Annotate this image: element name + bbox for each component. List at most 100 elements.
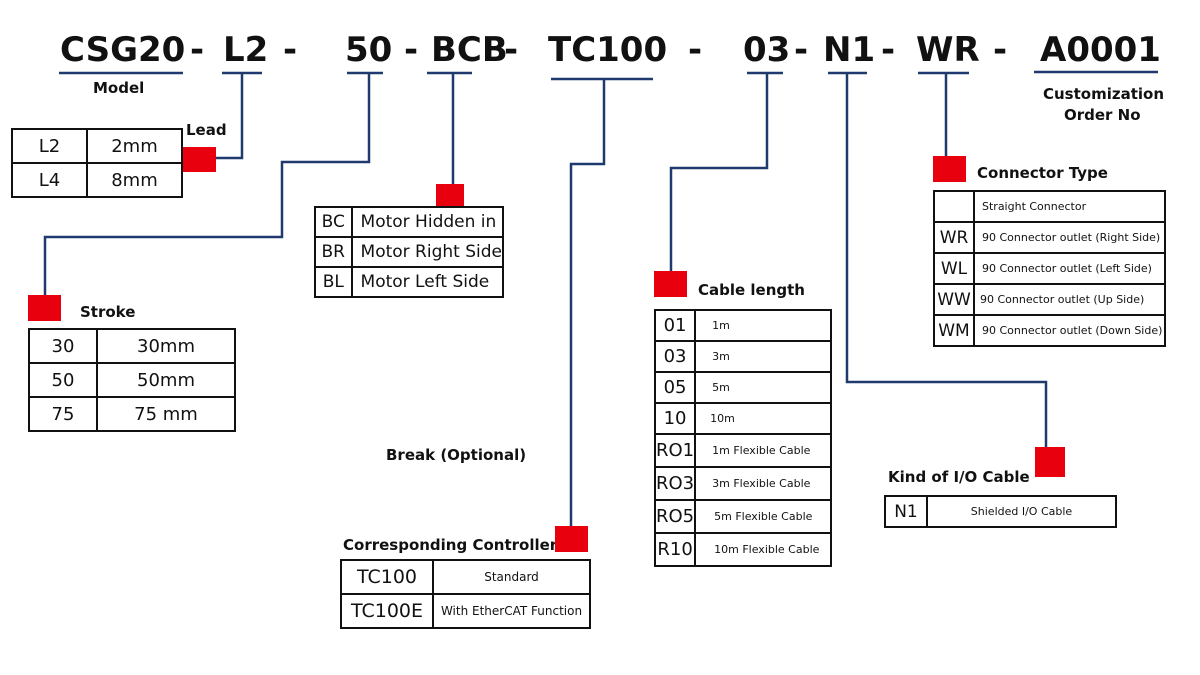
table-row: WL 90 Connector outlet (Left Side) (933, 252, 1166, 285)
motor-marker (436, 184, 464, 206)
lead-code: L4 (11, 162, 88, 198)
cable-code: 10 (653, 402, 697, 435)
code-lead: L2 (223, 30, 269, 70)
table-row: TC100E With EtherCAT Function (340, 593, 591, 629)
table-row: WW 90 Connector outlet (Up Side) (933, 283, 1166, 316)
table-row: RO3 3m Flexible Cable (653, 466, 832, 501)
stroke-marker (28, 295, 61, 321)
table-row: 10 10m (653, 402, 832, 435)
code-controller: TC100 (548, 30, 668, 70)
caption-model: Model (93, 79, 145, 97)
caption-custom-line2: Order No (1064, 106, 1141, 124)
connector-table: Straight Connector WR 90 Connector outle… (933, 190, 1166, 347)
line-controller (569, 79, 606, 527)
table-row: L2 2mm (11, 128, 183, 164)
connector-code: WL (933, 252, 975, 285)
connector-code: WW (933, 283, 975, 316)
table-row: 50 50mm (28, 362, 236, 398)
cable-desc: 1m (694, 309, 832, 342)
connector-marker (933, 156, 966, 182)
stroke-table: 30 30mm 50 50mm 75 75 mm (28, 328, 236, 432)
table-row: 05 5m (653, 371, 832, 404)
stroke-code: 50 (28, 362, 98, 398)
io-desc: Shielded I/O Cable (926, 495, 1117, 528)
stroke-desc: 75 mm (96, 396, 236, 432)
lead-table: L2 2mm L4 8mm (11, 128, 183, 198)
cable-desc: 10m Flexible Cable (694, 532, 832, 567)
table-row: BC Motor Hidden in (314, 206, 505, 238)
cable-code: 05 (653, 371, 697, 404)
cable-desc: 10m (694, 402, 832, 435)
table-row: WM 90 Connector outlet (Down Side) (933, 314, 1166, 347)
io-table: N1 Shielded I/O Cable (884, 495, 1117, 528)
code-separator: - (190, 30, 205, 70)
motor-table: BC Motor Hidden in BR Motor Right Side B… (314, 206, 505, 298)
cable-table: 01 1m 03 3m 05 5m 10 10m RO1 1m Flexible… (653, 309, 832, 567)
io-code: N1 (884, 495, 928, 528)
lead-marker (183, 147, 216, 172)
line-lead (216, 73, 244, 160)
table-row: Straight Connector (933, 190, 1166, 223)
lead-title: Lead (186, 121, 227, 139)
controller-desc: Standard (432, 559, 591, 595)
connector-code: WM (933, 314, 975, 347)
lead-desc: 8mm (86, 162, 183, 198)
cable-code: RO1 (653, 433, 697, 468)
cable-code: RO5 (653, 499, 697, 534)
connector-desc: 90 Connector outlet (Right Side) (973, 221, 1166, 254)
caption-custom-line1: Customization (1043, 85, 1165, 103)
stroke-title: Stroke (80, 303, 136, 321)
connector-desc: Straight Connector (973, 190, 1166, 223)
motor-desc: Motor Hidden in (350, 206, 505, 238)
cable-code: RO3 (653, 466, 697, 501)
controller-marker (555, 526, 588, 552)
io-title: Kind of I/O Cable (888, 468, 1030, 486)
cable-desc: 1m Flexible Cable (694, 433, 832, 468)
table-row: 03 3m (653, 340, 832, 373)
connector-title: Connector Type (977, 164, 1108, 182)
line-cable (669, 73, 769, 272)
code-model: CSG20 (60, 30, 186, 70)
table-row: N1 Shielded I/O Cable (884, 495, 1117, 528)
code-separator: - (794, 30, 809, 70)
code-cable: 03 (743, 30, 791, 70)
connector-code (933, 190, 975, 223)
stroke-desc: 50mm (96, 362, 236, 398)
table-row: RO5 5m Flexible Cable (653, 499, 832, 534)
cable-desc: 3m Flexible Cable (694, 466, 832, 501)
connector-desc: 90 Connector outlet (Left Side) (973, 252, 1166, 285)
cable-desc: 5m (694, 371, 832, 404)
connector-desc: 90 Connector outlet (Up Side) (973, 283, 1166, 316)
cable-marker (654, 271, 687, 297)
controller-code: TC100E (340, 593, 434, 629)
controller-table: TC100 Standard TC100E With EtherCAT Func… (340, 559, 591, 629)
table-row: L4 8mm (11, 162, 183, 198)
controller-code: TC100 (340, 559, 434, 595)
code-separator: - (993, 30, 1008, 70)
code-separator: - (404, 30, 419, 70)
cable-desc: 5m Flexible Cable (694, 499, 832, 534)
table-row: RO1 1m Flexible Cable (653, 433, 832, 468)
stroke-code: 30 (28, 328, 98, 364)
table-row: 30 30mm (28, 328, 236, 364)
table-row: 01 1m (653, 309, 832, 342)
connector-desc: 90 Connector outlet (Down Side) (973, 314, 1166, 347)
table-row: TC100 Standard (340, 559, 591, 595)
code-separator: - (504, 30, 519, 70)
table-row: BR Motor Right Side (314, 236, 505, 268)
cable-title: Cable length (698, 281, 805, 299)
cable-code: R10 (653, 532, 697, 567)
lead-code: L2 (11, 128, 88, 164)
motor-desc: Motor Left Side (350, 266, 505, 298)
io-marker (1035, 447, 1065, 477)
controller-desc: With EtherCAT Function (432, 593, 591, 629)
motor-desc: Motor Right Side (350, 236, 505, 268)
code-separator: - (688, 30, 703, 70)
table-row: WR 90 Connector outlet (Right Side) (933, 221, 1166, 254)
table-row: 75 75 mm (28, 396, 236, 432)
cable-code: 03 (653, 340, 697, 373)
cable-desc: 3m (694, 340, 832, 373)
code-motor: BCB (431, 30, 508, 70)
table-row: R10 10m Flexible Cable (653, 532, 832, 567)
controller-title: Corresponding Controller (343, 536, 558, 554)
